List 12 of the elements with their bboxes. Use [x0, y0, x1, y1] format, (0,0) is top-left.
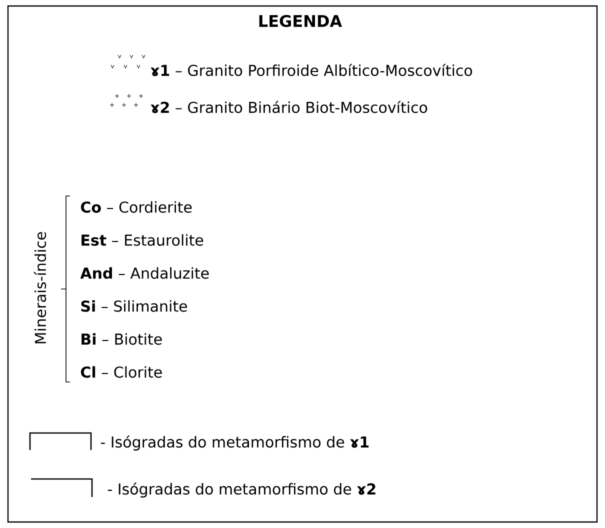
axis-label: Minerais-índice [34, 232, 46, 344]
mineral-entry: Si – Silimanite [81, 300, 187, 312]
mineral-entry: And – Andaluzite [80, 267, 209, 279]
legend-entry: - Isógradas do metamorfismo de ɤ2 [108, 482, 376, 498]
legend-entry: - Isógradas do metamorfismo de ɤ1 [100, 435, 369, 451]
mineral-entry: Est – Estaurolite [82, 234, 204, 246]
mineral-entry: Bi – Biotite [82, 333, 162, 345]
mineral-entry: Co – Cordierite [80, 201, 192, 213]
mineral-entry: Cl – Clorite [80, 366, 162, 378]
legend-entry: ɤ2 – Granito Binário Biot-Moscovítico [150, 100, 428, 114]
legend-title: LEGENDA [259, 14, 342, 28]
legend-entry: ɤ1 – Granito Porfiroide Albítico-Moscovítico [150, 64, 472, 76]
